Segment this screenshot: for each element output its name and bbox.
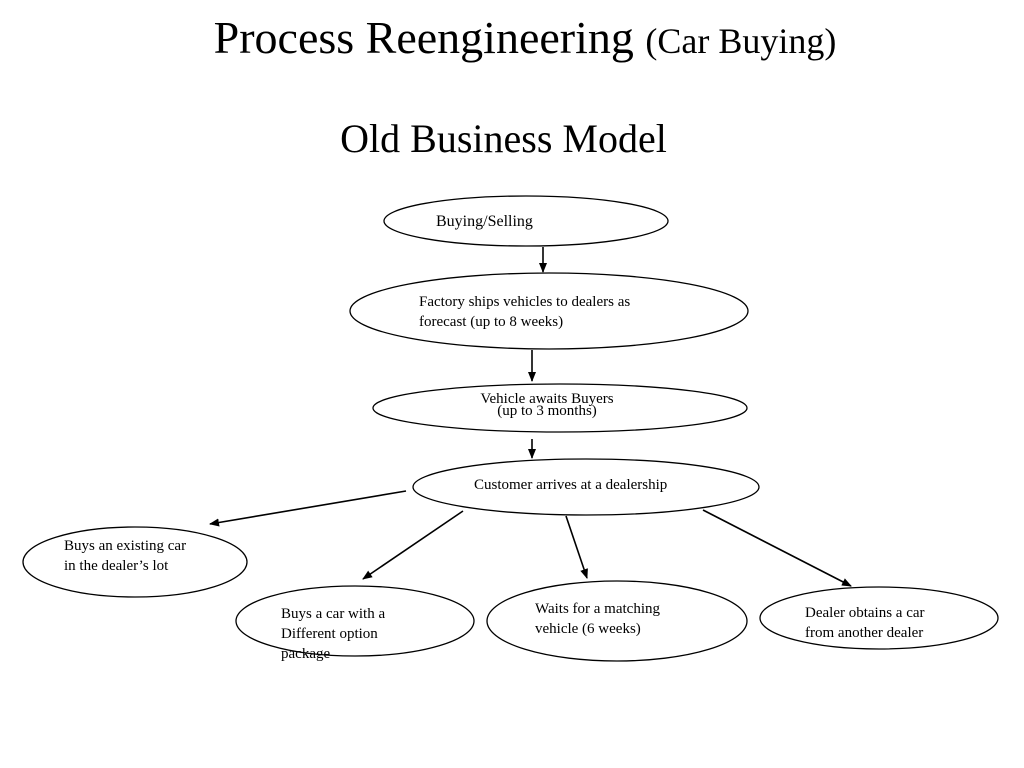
node-dealer-obtains [759,586,999,650]
label-buying-selling: Buying/Selling [436,213,533,230]
node-different-package [235,585,475,657]
slide-title-sub: (Car Buying) [645,21,837,61]
node-factory-ships [349,272,749,350]
node-waits-matching [486,580,748,662]
label-buys-existing: Buys an existing car in the dealer’s lot [64,538,187,574]
label-waits-matching: Waits for a matching vehicle (6 weeks) [535,601,661,637]
label-different-package: Buys a car with a Different option packa… [281,606,386,662]
slide-subtitle: Old Business Model [340,116,667,161]
arrow-customer-to-existing [209,490,407,527]
label-customer-arrives: Customer arrives at a dealership [474,477,668,493]
label-dealer-obtains: Dealer obtains a car from another dealer [805,605,925,641]
arrow-customer-to-waits [565,515,588,579]
label-factory-ships: Factory ships vehicles to dealers as for… [419,294,631,330]
arrow-customer-to-package [362,510,464,580]
label-vehicle-awaits: Vehicle awaits Buyers (up to 3 months) [480,391,614,419]
node-vehicle-awaits [372,383,748,433]
arrow-customer-to-dealer [702,509,852,587]
slide-title-main: Process Reengineering [213,12,634,63]
node-customer-arrives [412,458,760,516]
node-buying-selling [383,195,669,247]
slide-title: Process Reengineering (Car Buying) [0,10,1024,69]
node-buys-existing [22,526,248,598]
